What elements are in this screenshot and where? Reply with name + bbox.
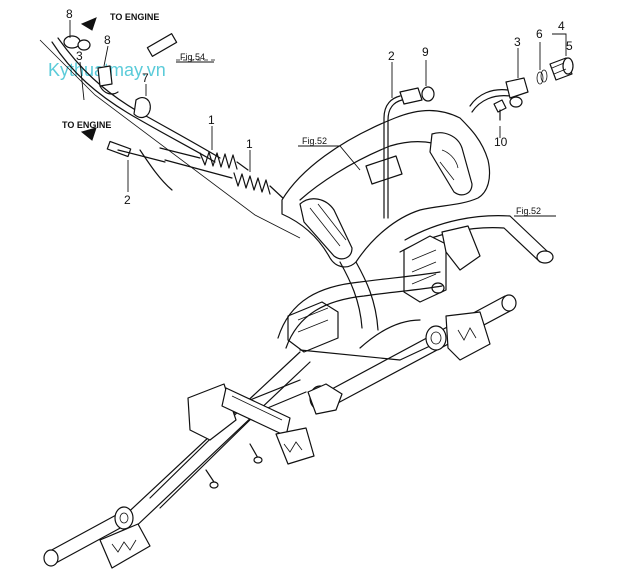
- throttle-cable-assembly: [39, 17, 301, 239]
- callout-3-right: 3: [514, 35, 521, 49]
- spring-coil-upper: [199, 151, 238, 170]
- callout-numbers: 8 8 3 7 1 1 2 2 9 3 6 4 5 10: [66, 7, 573, 207]
- engine-arrow-upper: [80, 17, 97, 31]
- cap-5: [549, 57, 574, 81]
- callout-1-upper: 1: [208, 113, 215, 127]
- callout-4: 4: [558, 19, 565, 33]
- callout-7: 7: [142, 71, 149, 85]
- callout-2-left: 2: [124, 193, 131, 207]
- center-pivot-hub: [307, 383, 343, 415]
- mid-foot-bracket: [275, 427, 315, 465]
- bolt-10: [493, 99, 507, 121]
- callout-8-mid: 8: [104, 33, 111, 47]
- spring-coil-lower: [233, 172, 271, 195]
- engine-arrow-lower: [80, 127, 97, 141]
- clamp-7: [133, 97, 151, 119]
- to-engine-label-lower: TO ENGINE: [62, 120, 111, 130]
- callout-6: 6: [536, 27, 543, 41]
- knob-9: [399, 86, 435, 105]
- callout-2-top: 2: [388, 49, 395, 63]
- fig-ref-52-bar: Fig.52: [516, 206, 541, 216]
- to-engine-label-upper: TO ENGINE: [110, 12, 159, 22]
- callout-3-left: 3: [76, 49, 83, 63]
- left-hub: [114, 506, 134, 530]
- callout-10: 10: [494, 135, 508, 149]
- bottom-left-bracket: [99, 523, 151, 569]
- frame-assembly: [43, 294, 517, 569]
- upper-pivot-assembly: [277, 225, 481, 353]
- callout-8-top: 8: [66, 7, 73, 21]
- right-hub: [425, 311, 491, 361]
- callout-5: 5: [566, 39, 573, 53]
- leader-lines: [69, 20, 567, 217]
- clamp-8-lower: [97, 65, 119, 95]
- center-bracket: [187, 383, 291, 441]
- spring-6: [536, 69, 548, 85]
- fig-ref-54: Fig.54: [180, 52, 205, 62]
- clamp-8-upper: [63, 35, 91, 51]
- callout-1-lower: 1: [246, 137, 253, 151]
- callout-9: 9: [422, 45, 429, 59]
- fitting-3: [505, 77, 529, 108]
- fig-ref-52-panel: Fig.52: [302, 136, 327, 146]
- right-cable-fittings: [383, 57, 574, 219]
